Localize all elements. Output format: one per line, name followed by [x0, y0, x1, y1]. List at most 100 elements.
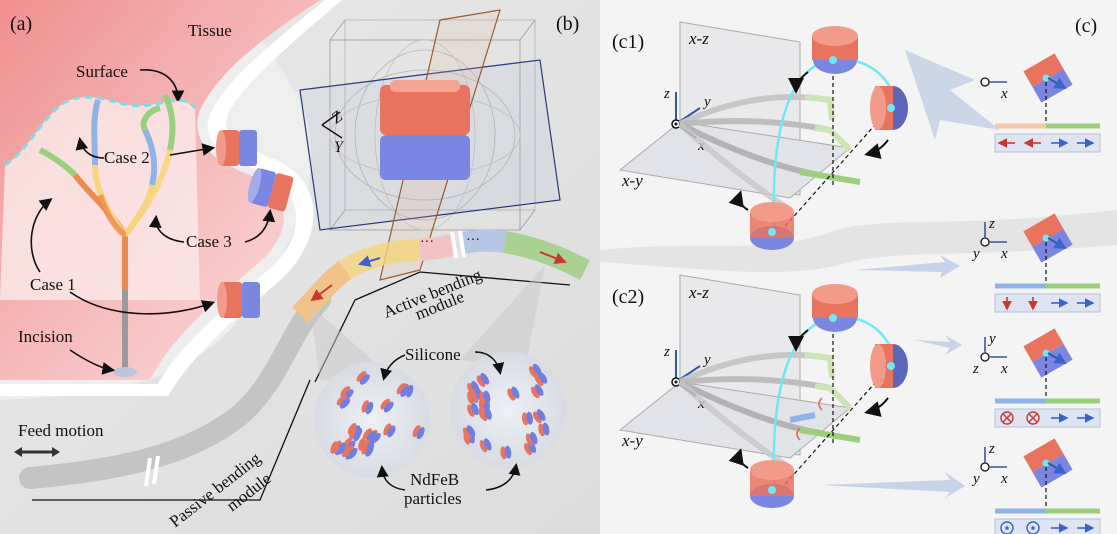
panel-c: (c) (c1) (c2) x-z x-y z y x — [600, 0, 1117, 534]
side-mag-box — [994, 518, 1101, 534]
silicone-arrow-right — [474, 351, 505, 375]
ndfeb-particle-red — [534, 374, 544, 387]
ndfeb-particle-red — [476, 375, 486, 387]
ndfeb-particle-blue — [511, 386, 520, 399]
c2-plane-xz: x-z — [688, 283, 709, 302]
ndfeb-particle-blue — [383, 401, 394, 413]
ndfeb-particle-blue — [538, 372, 548, 384]
dots-2: ··· — [466, 233, 480, 248]
side-mag-box — [994, 293, 1101, 313]
panel-a-label: (a) — [10, 13, 32, 35]
c1-scene: x-z x-y z y x — [618, 21, 1000, 250]
side-magnet — [1023, 53, 1073, 103]
ndfeb-particle-blue — [483, 390, 491, 404]
side-magnet-center — [1042, 349, 1050, 357]
case1-arrow-up — [30, 198, 53, 273]
ndfeb-particle-blue — [339, 398, 351, 409]
side-axis-x-label: x — [1000, 86, 1008, 102]
magnet-case3 — [247, 167, 294, 212]
mag-out-page — [1026, 521, 1040, 534]
ndfeb-particle-red — [347, 423, 357, 435]
magnet-case2 — [216, 130, 257, 166]
surface-dashed-line — [4, 95, 197, 167]
ndfeb-particle-blue — [348, 447, 358, 459]
case1-arrow-right — [69, 291, 216, 315]
particles-active — [462, 363, 550, 460]
mag-out-page-dot — [1031, 526, 1035, 530]
case1-label: Case 1 — [30, 275, 76, 294]
ndfeb-particle-red — [532, 411, 542, 424]
robot-body: ··· ··· — [19, 229, 590, 489]
c1-plane-xy: x-y — [621, 171, 643, 190]
c2-axis-z: z — [663, 344, 670, 360]
side-moment-arrow — [1047, 237, 1067, 250]
ndfeb-particle-blue — [337, 442, 346, 455]
case2-arrow-left — [75, 136, 105, 159]
central-magnet — [380, 80, 470, 180]
ndfeb-label-2: particles — [404, 489, 462, 508]
side-mag-box — [994, 408, 1101, 428]
c1-label: (c1) — [612, 31, 644, 53]
ndfeb-particle-blue — [483, 438, 492, 451]
silicone-arrow-left — [380, 354, 406, 381]
mag-into-page — [1026, 411, 1040, 425]
side-magnet-center — [1042, 74, 1050, 82]
ndfeb-particle-red — [523, 443, 533, 456]
side-axis-down-label: z — [972, 361, 979, 377]
ndfeb-particle-blue — [366, 440, 375, 454]
mag-out-page — [1000, 521, 1014, 534]
panel-a: (a) Tissue Surface — [0, 13, 294, 377]
c2-axis-y: y — [702, 352, 711, 368]
side-axis-origin — [980, 352, 990, 362]
ndfeb-particle-blue — [471, 402, 479, 416]
surface-arrow — [139, 69, 185, 104]
feed-motion-label: Feed motion — [18, 421, 104, 440]
ndfeb-particle-blue — [530, 431, 538, 445]
ndfeb-particle-blue — [416, 427, 425, 440]
side-axis-down-label: y — [971, 246, 980, 262]
side-axis-origin — [980, 462, 990, 472]
ndfeb-particle-blue — [365, 401, 374, 415]
side-magnet — [1023, 328, 1073, 378]
mag-out-page-dot — [1005, 526, 1009, 530]
side-axis-up-label: z — [988, 441, 995, 457]
incision-point — [113, 367, 137, 377]
c1-axis-z: z — [663, 86, 670, 102]
ndfeb-particle-blue — [484, 407, 492, 420]
ndfeb-particle-red — [340, 386, 351, 397]
ndfeb-particle-blue — [504, 445, 512, 459]
ndfeb-particle-blue — [366, 431, 376, 443]
mag-into-page-x — [1002, 413, 1012, 423]
c1-plane-xz: x-z — [688, 29, 709, 48]
mag-into-page — [1000, 411, 1014, 425]
robot-branches — [38, 93, 176, 370]
ndfeb-particle-red — [412, 425, 421, 438]
ndfeb-particle-red — [362, 428, 373, 440]
side-magnet-center — [1042, 459, 1050, 467]
ndfeb-particle-red — [396, 383, 406, 395]
ndfeb-particle-blue — [370, 433, 381, 444]
c2-label: (c2) — [612, 286, 644, 308]
ndfeb-particle-red — [383, 423, 392, 436]
ndfeb-particle-blue — [359, 374, 370, 385]
ndfeb-particle-blue — [542, 422, 550, 436]
side-moment-arrow — [1047, 77, 1067, 90]
ndfeb-particle-red — [507, 388, 516, 401]
side-moment-arrow — [1047, 462, 1067, 475]
panel-b-label: (b) — [556, 13, 579, 35]
ndfeb-particle-red — [344, 445, 354, 457]
passive-bracket — [32, 379, 311, 501]
ndfeb-particle-blue — [534, 384, 544, 396]
side-magnet — [1023, 438, 1073, 488]
silicone-label: Silicone — [405, 345, 461, 364]
surface-label: Surface — [76, 62, 128, 81]
ndfeb-particle-red — [462, 427, 472, 440]
ndfeb-arrow-right — [485, 463, 521, 491]
c1-axis-y: y — [702, 94, 711, 110]
side-moment-arrow — [1047, 352, 1067, 365]
ndfeb-label-1: NdFeB — [410, 470, 459, 489]
panel-c-label: (c) — [1075, 15, 1097, 37]
ndfeb-particle-red — [528, 365, 538, 378]
